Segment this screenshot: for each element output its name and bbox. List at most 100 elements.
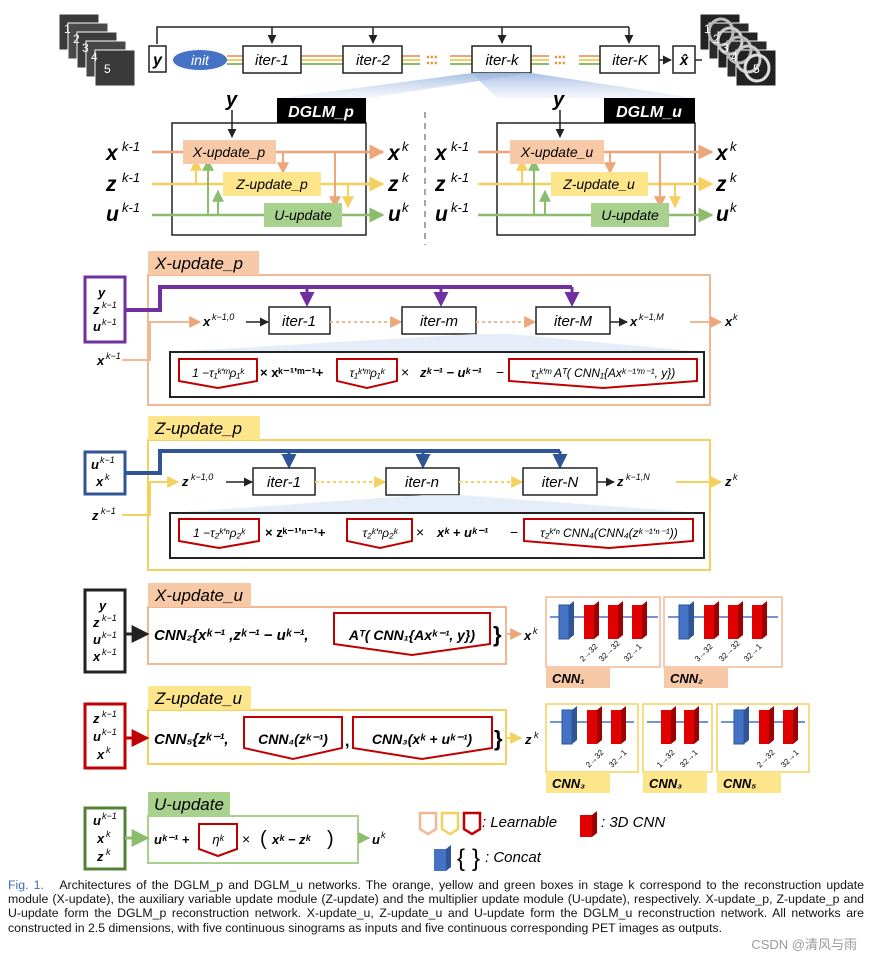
svg-text:ηᵏ: ηᵏ <box>212 832 225 847</box>
panel-uupdate: U-update u k−1 x k z k uᵏ⁻¹ + ηᵏ × ( xᵏ … <box>83 792 386 871</box>
dglm-p-y: y <box>225 89 238 111</box>
svg-text:uᵏ⁻¹ +: uᵏ⁻¹ + <box>154 832 190 847</box>
caption-text: Architectures of the DGLM_p and DGLM_u n… <box>8 878 865 935</box>
svg-text:k−1,M: k−1,M <box>639 312 664 322</box>
svg-text:): ) <box>327 828 334 850</box>
y-box <box>148 45 167 73</box>
svg-text:xᵏ + uᵏ⁻¹: xᵏ + uᵏ⁻¹ <box>436 525 489 540</box>
svg-text:(: ( <box>260 828 267 850</box>
svg-text:× xᵏ⁻¹'ᵐ⁻¹+: × xᵏ⁻¹'ᵐ⁻¹+ <box>260 365 324 380</box>
uup-title: U-update <box>154 795 224 814</box>
svg-text:xᵏ − zᵏ: xᵏ − zᵏ <box>271 832 312 847</box>
svg-text:k: k <box>533 626 538 636</box>
xup-p-title: X-update_p <box>154 254 243 273</box>
svg-text:k−1: k−1 <box>102 613 117 623</box>
svg-text:k: k <box>106 847 111 857</box>
concat-brace-close: } <box>472 845 480 872</box>
svg-text:k: k <box>534 730 539 740</box>
svg-text:τ₁ᵏ'ᵐρ₁ᵏ: τ₁ᵏ'ᵐρ₁ᵏ <box>350 366 386 380</box>
svg-text:,: , <box>345 733 349 750</box>
dglm-p-zupdate: Z-update_p <box>235 176 308 192</box>
svg-text:}: } <box>493 622 502 647</box>
svg-text:Aᵀ( CNN₁{Axᵏ⁻¹, y}): Aᵀ( CNN₁{Axᵏ⁻¹, y}) <box>348 627 475 643</box>
svg-text:k−1: k−1 <box>100 455 115 465</box>
svg-text:z: z <box>715 173 727 196</box>
svg-text:iter-2: iter-2 <box>356 52 391 69</box>
cnn3d-icon <box>580 815 592 837</box>
svg-text:z: z <box>724 474 732 489</box>
zup-p-iter-1: iter-1 <box>267 474 301 491</box>
top-dots-2: ∶∶∶ <box>554 52 566 69</box>
svg-text:x: x <box>95 474 104 489</box>
legend: : Learnable : 3D CNN { } : Concat <box>418 811 665 872</box>
svg-text:y: y <box>98 598 107 613</box>
svg-text:k-1: k-1 <box>451 200 469 215</box>
init-node <box>173 50 227 70</box>
legend-learnable: : Learnable <box>482 814 557 831</box>
stack-num-2: 2 <box>73 32 80 46</box>
out-num-5: 5 <box>753 62 760 76</box>
svg-text:x: x <box>96 747 105 762</box>
svg-text:k: k <box>730 139 738 154</box>
svg-text:u: u <box>435 203 448 226</box>
svg-text:x: x <box>715 142 729 165</box>
svg-text:z: z <box>181 474 189 489</box>
svg-text:u: u <box>388 203 401 226</box>
dglm-u: DGLM_u y x k-1 z k-1 u k-1 X-update_u Z-… <box>434 89 738 236</box>
svg-text:k−1,N: k−1,N <box>626 472 650 482</box>
stack-num-5: 5 <box>104 62 111 76</box>
svg-text:k: k <box>402 139 410 154</box>
svg-text:1 −τ₁ᵏ'ᵐρ₁ᵏ: 1 −τ₁ᵏ'ᵐρ₁ᵏ <box>192 366 245 380</box>
svg-text:u: u <box>716 203 729 226</box>
stack-num-3: 3 <box>82 41 89 55</box>
svg-text:k: k <box>733 312 738 322</box>
svg-text:k−1: k−1 <box>102 647 117 657</box>
svg-text:−: − <box>510 524 518 540</box>
svg-text:x: x <box>629 314 638 329</box>
zup-p-iter-N: iter-N <box>542 474 579 491</box>
svg-text:k: k <box>730 200 738 215</box>
dglm-p-xupdate: X-update_p <box>192 144 266 160</box>
svg-text:k−1: k−1 <box>102 709 117 719</box>
svg-text:k: k <box>730 170 738 185</box>
svg-text:τ₂ᵏ'ⁿρ₂ᵏ: τ₂ᵏ'ⁿρ₂ᵏ <box>363 526 399 540</box>
legend-concat: : Concat <box>485 849 542 866</box>
input-sinogram-stack: 1 2 3 4 5 <box>58 13 136 87</box>
svg-text:x: x <box>96 831 105 846</box>
svg-text:k: k <box>105 472 110 482</box>
svg-text:z: z <box>92 711 100 726</box>
svg-text:z: z <box>96 849 104 864</box>
svg-text:z: z <box>616 474 624 489</box>
svg-text:u: u <box>93 632 101 647</box>
init-label: init <box>191 52 210 68</box>
svg-text:z: z <box>92 615 100 630</box>
xhat-label: x̂ <box>679 52 689 69</box>
svg-text:k: k <box>106 829 111 839</box>
dglm-p: DGLM_p y x k-1 z k-1 u k-1 X-update_p Z-… <box>105 89 410 236</box>
svg-text:u: u <box>93 319 101 334</box>
dglm-p-title: DGLM_p <box>288 104 354 121</box>
svg-text:τ₁ᵏ'ᵐ Aᵀ( CNN₁{Axᵏ⁻¹'ᵐ⁻¹, y}): τ₁ᵏ'ᵐ Aᵀ( CNN₁{Axᵏ⁻¹'ᵐ⁻¹, y}) <box>531 366 676 380</box>
zup-p-title: Z-update_p <box>154 419 242 438</box>
svg-text:u: u <box>91 457 99 472</box>
output-image-stack: 1 2 3 4 5 <box>699 13 777 87</box>
svg-text:CNN₁: CNN₁ <box>552 671 585 686</box>
svg-text:k: k <box>381 830 386 840</box>
out-num-2: 2 <box>713 32 720 46</box>
svg-text:k: k <box>402 170 410 185</box>
top-iter-2: iter-2 <box>342 45 403 74</box>
cnn5-block: 2→32 32→1 CNN₅ <box>716 703 810 793</box>
out-num-4: 4 <box>731 50 738 64</box>
svg-text:y: y <box>97 285 106 300</box>
svg-text:x: x <box>92 649 101 664</box>
svg-text:zᵏ⁻¹ − uᵏ⁻¹: zᵏ⁻¹ − uᵏ⁻¹ <box>419 365 482 380</box>
svg-text:CNN₃: CNN₃ <box>552 776 585 791</box>
dglm-u-uupdate: U-update <box>601 207 659 223</box>
svg-text:k−1: k−1 <box>102 300 117 310</box>
architecture-diagram: 1 2 3 4 5 1 2 3 4 5 y init <box>58 13 810 872</box>
out-num-3: 3 <box>722 41 729 55</box>
top-dots-1: ∶∶∶ <box>426 52 438 69</box>
svg-text:k: k <box>402 200 410 215</box>
panel-xupdate-p: X-update_p y z k−1 u k−1 x k−1 x k−1,0 i… <box>83 251 738 406</box>
dglm-p-uupdate: U-update <box>274 207 332 223</box>
